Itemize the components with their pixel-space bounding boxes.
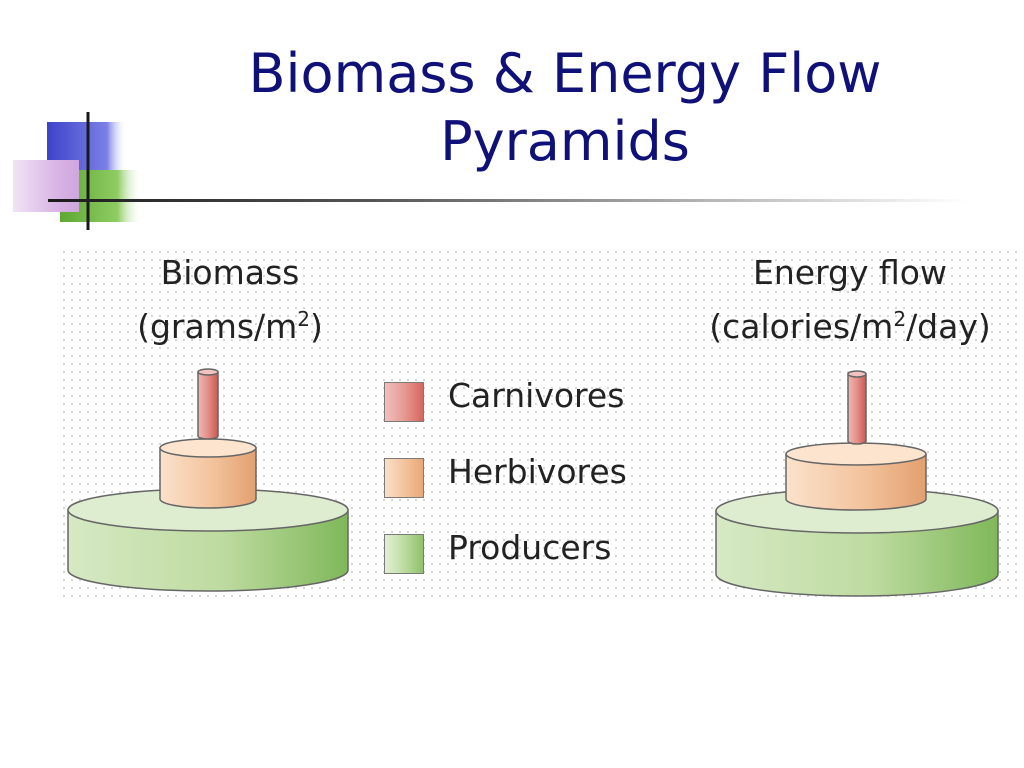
energy-carnivores-cylinder <box>847 370 867 445</box>
biomass-unit-suffix: ) <box>310 307 323 346</box>
biomass-producers-cylinder <box>67 488 349 592</box>
energy-pyramid <box>715 370 999 597</box>
title-divider <box>48 199 968 202</box>
herbivores-swatch <box>384 458 424 498</box>
biomass-carnivores-cylinder <box>197 368 219 440</box>
biomass-herbivores-cylinder <box>159 438 257 509</box>
energy-herbivores-cylinder <box>785 442 927 511</box>
slide-title-line-2: Pyramids <box>440 110 690 173</box>
biomass-unit-sup: 2 <box>297 307 311 331</box>
energy-unit-suffix: /day) <box>906 307 991 346</box>
legend-label-producers: Producers <box>448 528 612 567</box>
energy-flow-title: Energy flow (calories/m2/day) <box>680 250 1020 350</box>
biomass-unit: (grams/m2) <box>80 296 380 350</box>
producers-swatch <box>384 534 424 574</box>
legend-label-herbivores: Herbivores <box>448 452 627 491</box>
slide-decoration <box>13 112 968 230</box>
energy-unit-sup: 2 <box>893 307 907 331</box>
carnivores-swatch <box>384 382 424 422</box>
pyramid-figure: Biomass (grams/m2) Energy flow (calories… <box>60 248 1020 598</box>
energy-flow-title-text: Energy flow <box>753 253 947 292</box>
slide-title: Biomass & Energy Flow Pyramids <box>180 40 950 176</box>
biomass-pyramid <box>67 368 349 592</box>
slide-title-line-1: Biomass & Energy Flow <box>248 42 882 105</box>
biomass-title: Biomass (grams/m2) <box>80 250 380 350</box>
energy-flow-unit: (calories/m2/day) <box>680 296 1020 350</box>
deco-pink-square <box>13 160 79 212</box>
biomass-unit-prefix: (grams/m <box>137 307 298 346</box>
pyramid-drawing <box>67 368 999 597</box>
energy-unit-prefix: (calories/m <box>709 307 894 346</box>
legend-label-carnivores: Carnivores <box>448 376 625 415</box>
biomass-title-text: Biomass <box>160 253 300 292</box>
